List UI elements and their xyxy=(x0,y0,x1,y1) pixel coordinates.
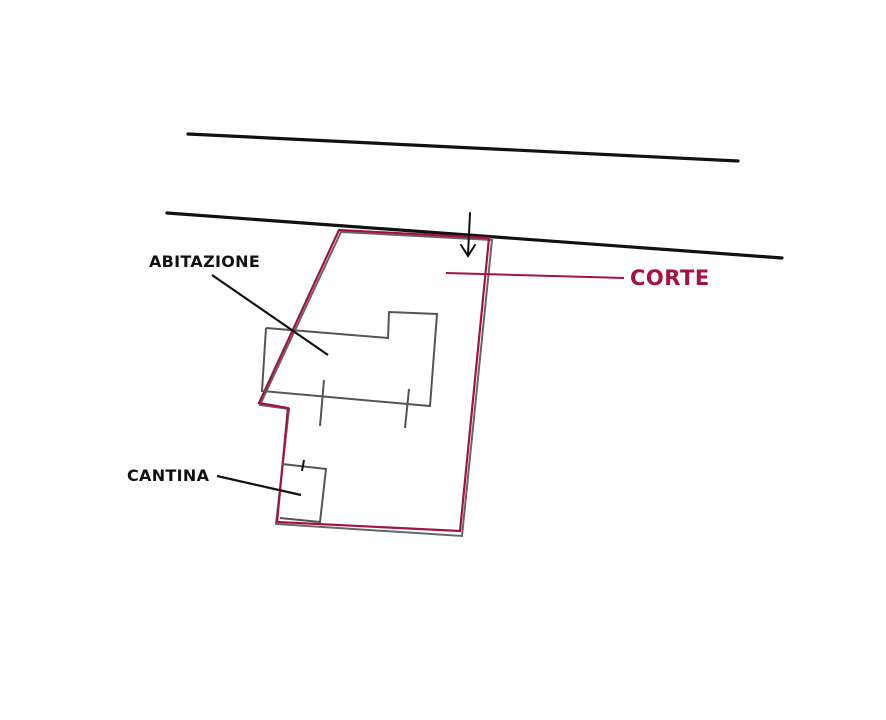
leader-abitazione xyxy=(211,274,329,356)
building-cantina xyxy=(279,459,328,524)
access-arrow-icon xyxy=(460,212,476,258)
label-abitazione: ABITAZIONE xyxy=(149,252,261,271)
road-edge-lower xyxy=(165,211,784,260)
wall-tick xyxy=(319,379,325,427)
parcel-corte xyxy=(257,228,494,538)
label-cantina: CANTINA xyxy=(127,466,210,485)
building-abitazione xyxy=(260,310,439,429)
wall-tick xyxy=(404,388,410,429)
wall-tick xyxy=(301,459,305,472)
leader-corte xyxy=(445,272,625,279)
label-corte: CORTE xyxy=(630,266,710,290)
road-edge-upper xyxy=(186,132,740,163)
leader-cantina xyxy=(216,474,302,497)
